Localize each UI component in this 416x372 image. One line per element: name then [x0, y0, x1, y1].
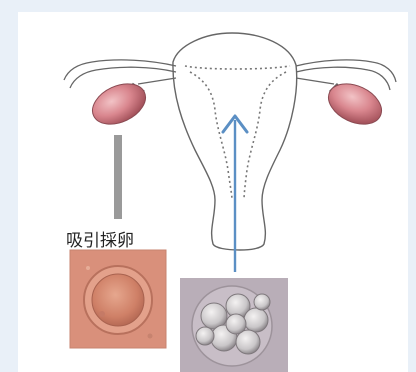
- oocyte-retrieval-label: 吸引採卵: [66, 226, 134, 251]
- transfer-arrow-icon: [223, 116, 247, 272]
- retrieval-arrow-icon: [114, 135, 122, 219]
- left-ovary: [86, 76, 152, 132]
- left-fallopian-tube: [64, 60, 176, 88]
- embryo-photo: [180, 278, 288, 372]
- oocyte-photo: [70, 250, 166, 348]
- uterine-cavity: [185, 66, 290, 200]
